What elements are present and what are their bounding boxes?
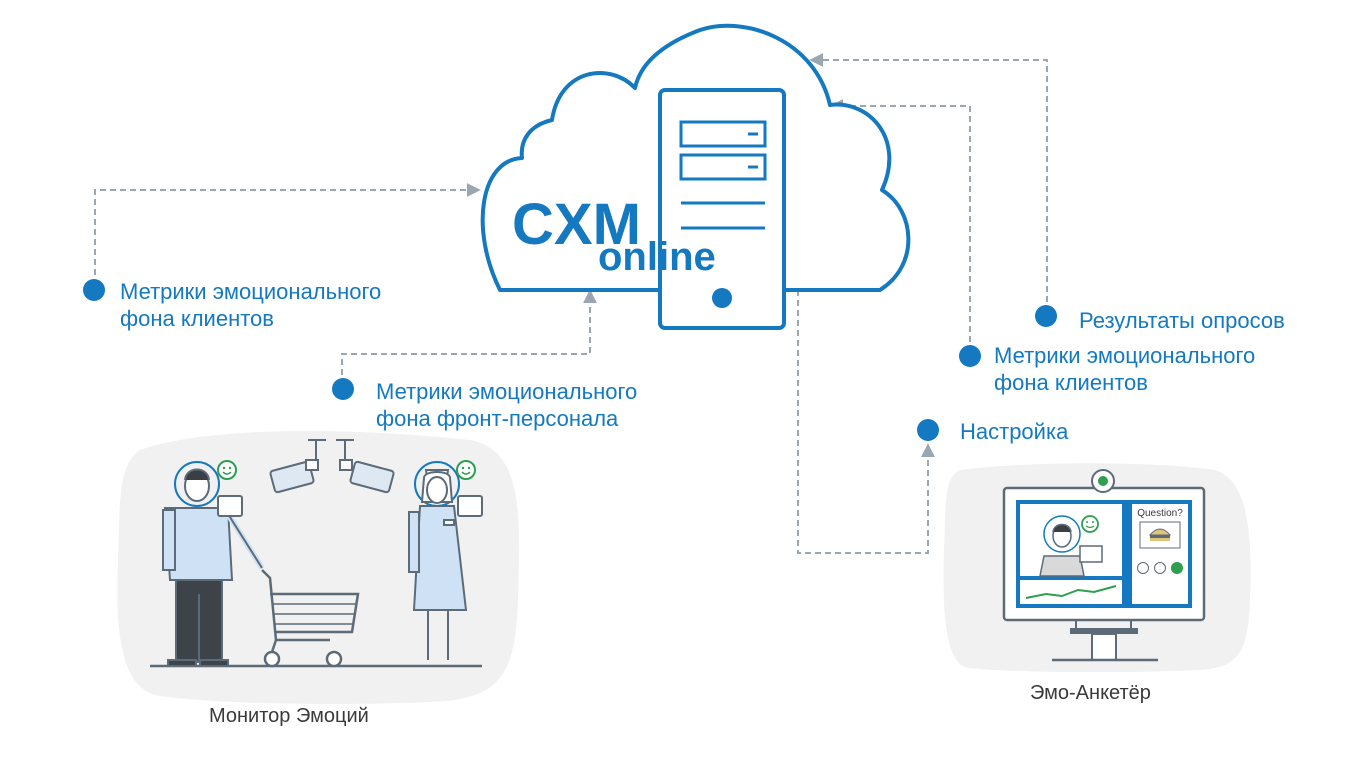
webcam-icon xyxy=(1091,469,1115,493)
label-line: фона клиентов xyxy=(994,370,1148,395)
arrow-settings xyxy=(797,290,935,554)
screen-question-label: Question? xyxy=(1137,508,1183,519)
arrow-front-staff-metrics xyxy=(341,289,597,375)
label-dot xyxy=(1035,305,1057,327)
monitor-icon xyxy=(1002,486,1206,662)
camera-icon xyxy=(269,439,395,494)
smiley-icon xyxy=(456,460,476,480)
smiley-icon xyxy=(1081,515,1099,533)
label-dot xyxy=(83,279,105,301)
label-dot xyxy=(917,419,939,441)
label-right-client-metrics: Метрики эмоционального фона клиентов xyxy=(994,342,1255,396)
caption-emotion-monitor: Монитор Эмоций xyxy=(209,705,369,727)
screen-person xyxy=(1039,515,1103,577)
smiley-icon xyxy=(217,460,237,480)
label-dot xyxy=(332,378,354,400)
label-line: фона клиентов xyxy=(120,306,274,331)
server-icon xyxy=(658,88,786,330)
staff-figure xyxy=(408,461,483,660)
shopping-cart-icon xyxy=(261,569,360,668)
label-front-staff-metrics: Метрики эмоционального фона фронт-персон… xyxy=(376,378,637,432)
customer-figure xyxy=(162,461,265,667)
label-line: Метрики эмоционального xyxy=(994,343,1256,368)
caption-emo-surveyor: Эмо-Анкетёр xyxy=(1030,682,1151,704)
burger-icon xyxy=(1148,528,1172,541)
label-settings: Настройка xyxy=(960,419,1069,444)
arrow-right-client-metrics xyxy=(829,99,971,342)
brand-cxm: CXM xyxy=(512,192,641,257)
brand-online: online xyxy=(598,235,716,279)
label-line: фона фронт-персонала xyxy=(376,406,619,431)
arrow-left-client-metrics xyxy=(94,183,481,275)
rating-smileys xyxy=(1137,562,1183,574)
label-left-client-metrics: Метрики эмоционального фона клиентов xyxy=(120,278,381,332)
label-dot xyxy=(959,345,981,367)
label-survey-results: Результаты опросов xyxy=(1079,308,1285,333)
label-line: Метрики эмоционального xyxy=(376,379,638,404)
arrow-survey-results xyxy=(809,53,1048,302)
label-line: Метрики эмоционального xyxy=(120,279,382,304)
